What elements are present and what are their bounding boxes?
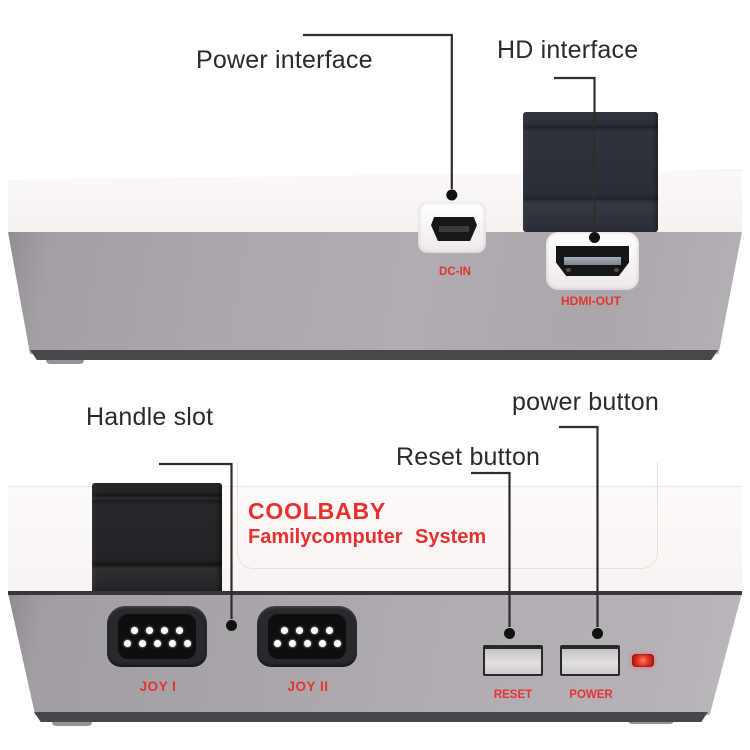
power-led: [632, 654, 654, 667]
console-foot: [52, 718, 92, 726]
pin: [288, 639, 296, 647]
pin-row: [281, 626, 333, 634]
brand-logo: COOLBABY: [248, 498, 387, 524]
pin: [131, 626, 138, 634]
dc-in-port: [418, 202, 486, 253]
hdmi-cable-plug: [523, 112, 658, 232]
pin: [168, 639, 176, 647]
pin: [153, 639, 161, 647]
cartridge-door-outline: [237, 462, 658, 569]
power-print: POWER: [569, 689, 613, 701]
system-name: Familycomputer System: [248, 526, 487, 548]
pin: [296, 626, 303, 634]
label-power-button: power button: [512, 388, 659, 416]
joy2-print: JOY II: [287, 679, 329, 694]
console-back-bottom-edge: [30, 350, 718, 360]
pin: [183, 639, 191, 647]
label-hd-interface: HD interface: [497, 36, 639, 64]
hdmi-out-print: HDMI-OUT: [561, 294, 621, 308]
reset-print: RESET: [493, 689, 533, 701]
micro-usb-slot: [439, 226, 469, 232]
joy1-print: JOY I: [139, 679, 177, 694]
joystick-port-1: [107, 606, 207, 667]
console-front-bottom-edge: [34, 712, 708, 722]
controller-plug: [92, 483, 222, 593]
hdmi-screw-left: [566, 268, 571, 272]
hdmi-connector-icon: [556, 246, 629, 276]
reset-button: [483, 645, 543, 676]
pin: [273, 639, 281, 647]
pin: [146, 626, 153, 634]
pin-row: [131, 626, 183, 634]
console-foot: [46, 356, 84, 364]
pin: [326, 626, 333, 634]
pin: [138, 639, 146, 647]
connector-pins: [268, 614, 346, 659]
pin: [123, 639, 131, 647]
pin: [333, 639, 341, 647]
pin: [311, 626, 318, 634]
hdmi-screw-right: [614, 268, 619, 272]
pin: [281, 626, 288, 634]
connector-pins: [118, 614, 196, 659]
dc-in-print: DC-IN: [439, 266, 471, 278]
pin: [176, 626, 183, 634]
label-handle-slot: Handle slot: [86, 403, 214, 431]
hdmi-out-port: [546, 232, 639, 290]
label-reset-button: Reset button: [396, 443, 541, 471]
pin: [318, 639, 326, 647]
pin: [161, 626, 168, 634]
power-button: [560, 645, 620, 676]
pin: [303, 639, 311, 647]
label-power-interface: Power interface: [196, 46, 373, 74]
pin-row: [273, 639, 341, 647]
micro-usb-connector-icon: [431, 217, 477, 241]
pin-row: [123, 639, 191, 647]
hdmi-pin-strip: [564, 257, 621, 265]
console-front-top-edge: [8, 591, 742, 595]
joystick-port-2: [257, 606, 357, 667]
